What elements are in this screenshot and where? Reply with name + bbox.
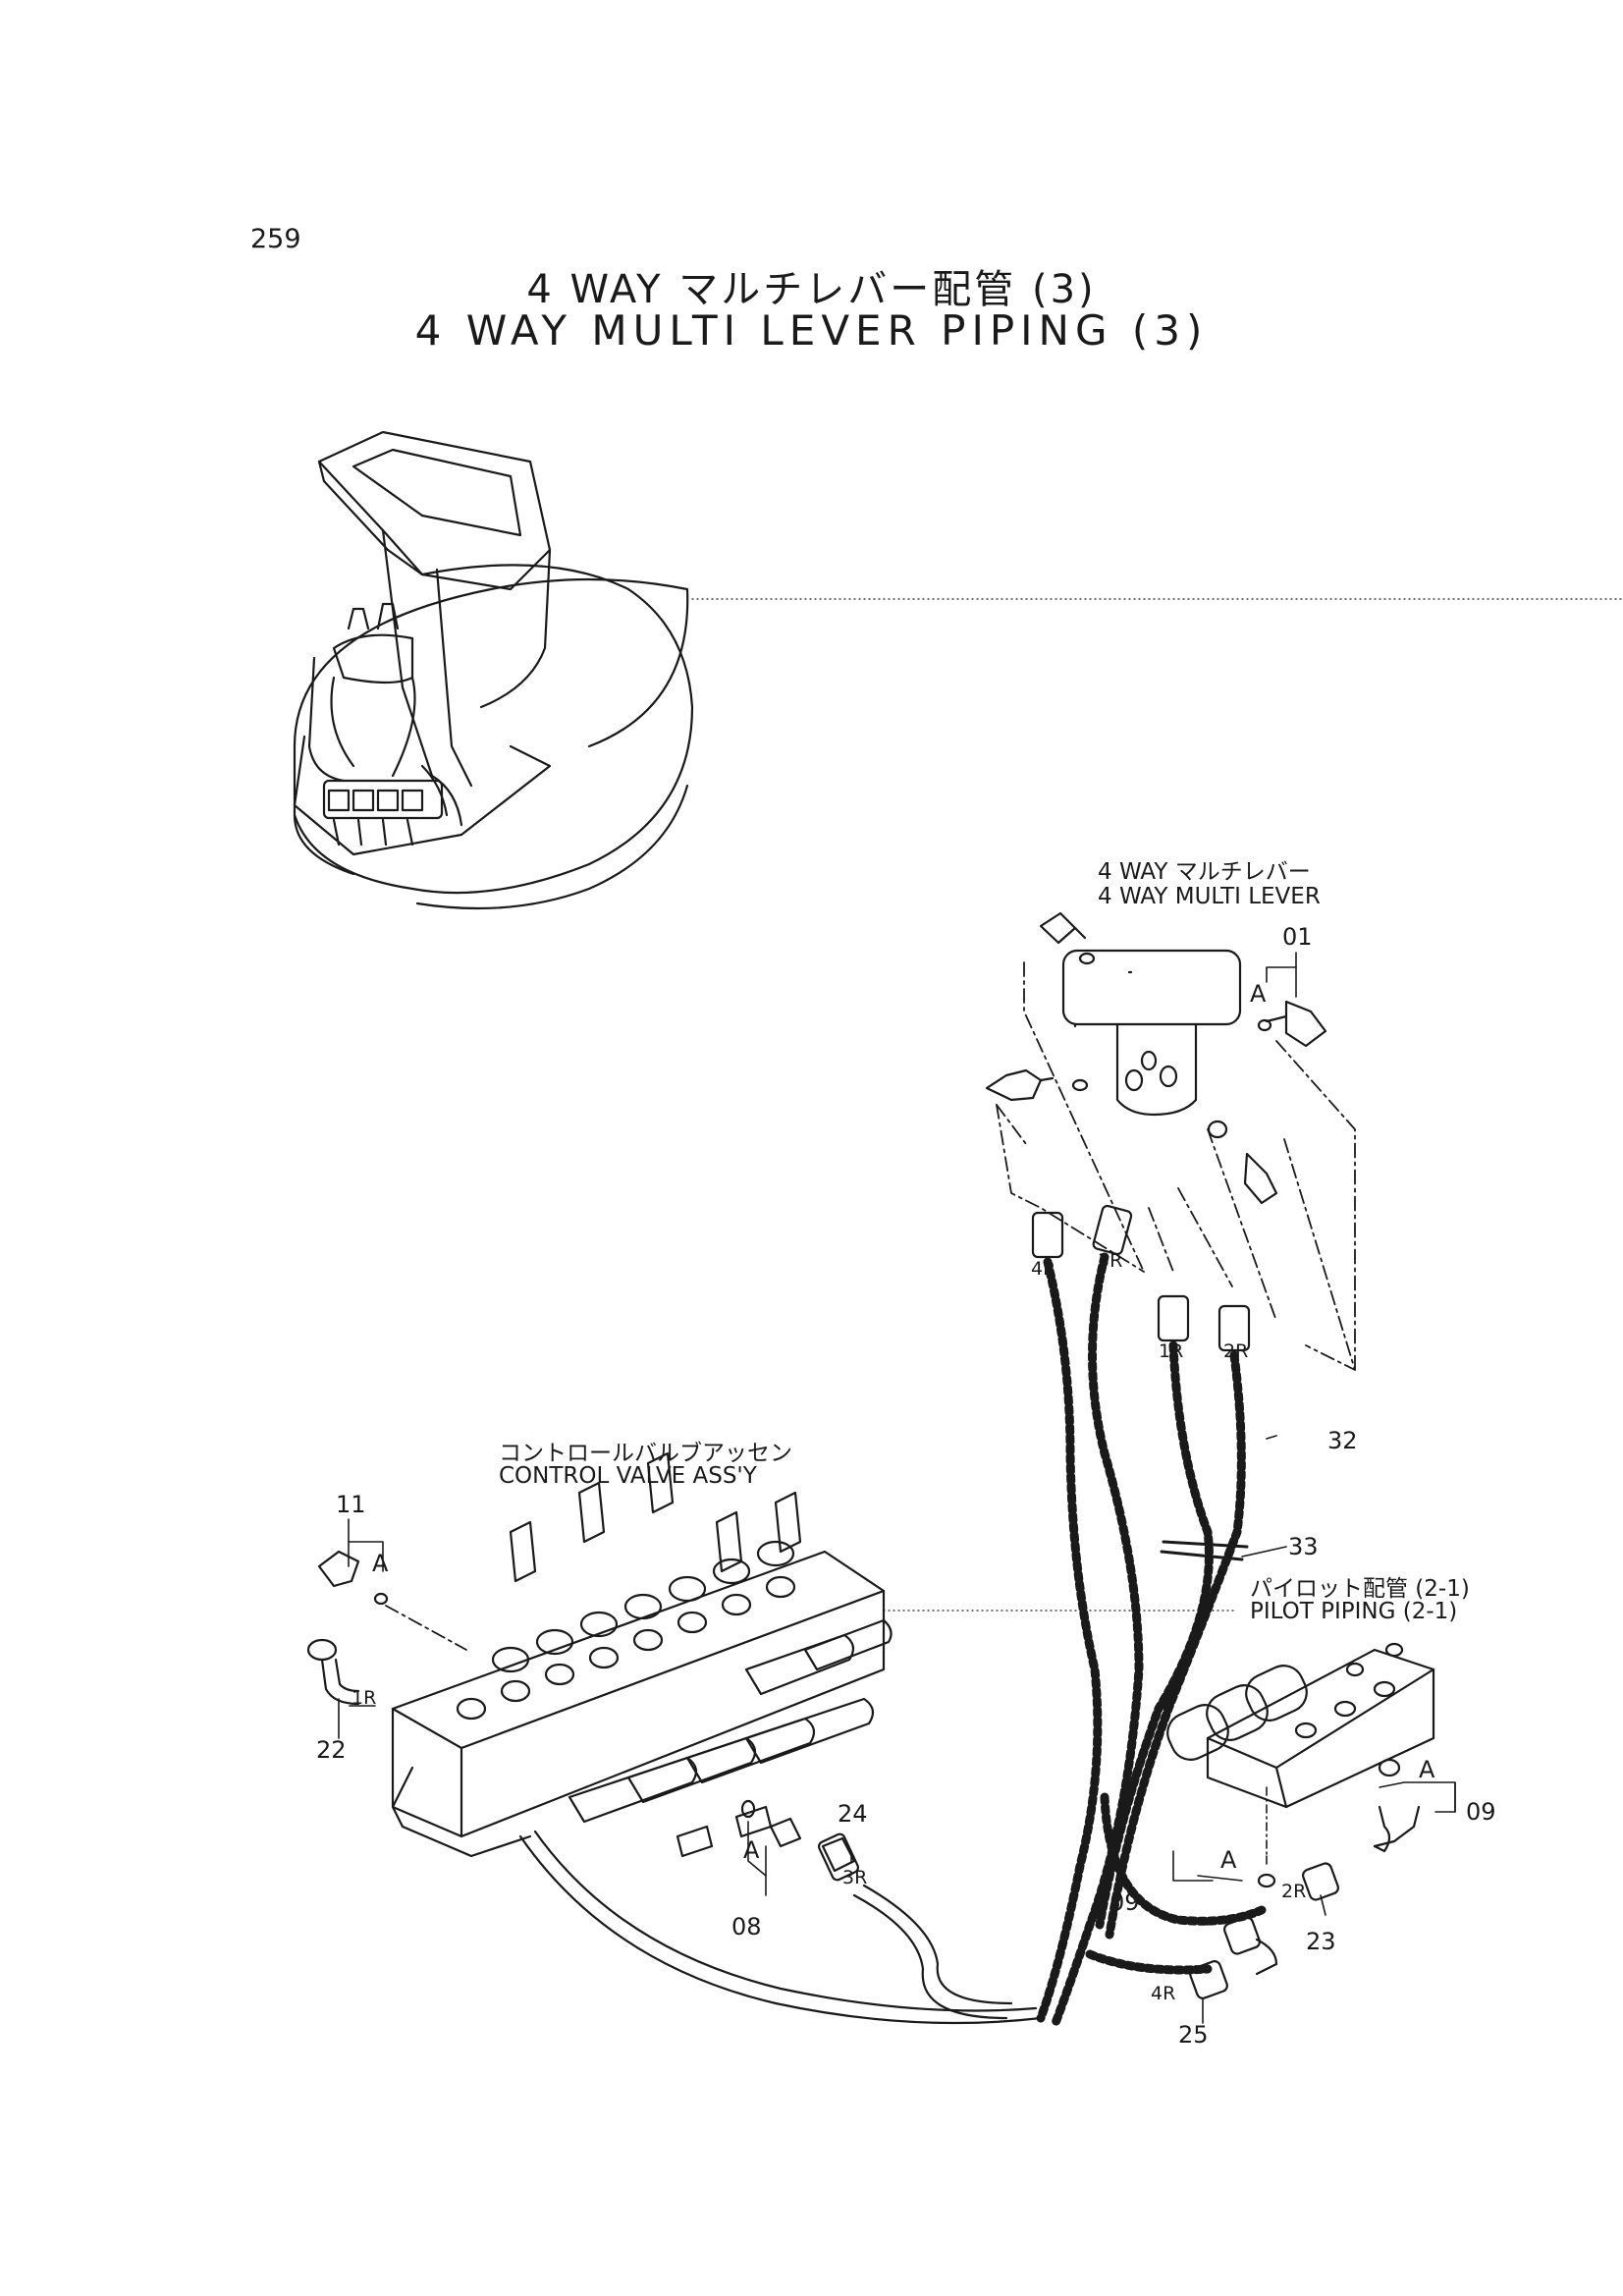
multi-lever-label-jp: 4 WAY マルチレバー: [1098, 859, 1311, 885]
port-labels: 4R 3R 1R 2R 1R 3R 2R 4R: [352, 1250, 1306, 2004]
control-valve-label-en: CONTROL VALVE ASS'Y: [499, 1463, 757, 1489]
title-english: 4 WAY MULTI LEVER PIPING (3): [414, 306, 1209, 355]
port-1r-top: 1R: [1159, 1340, 1183, 1362]
callout-24: 24: [838, 1800, 868, 1828]
control-valve-label-jp: コントロールバルブアッセン: [499, 1441, 792, 1466]
port-4r-top: 4R: [1031, 1258, 1055, 1280]
multi-lever-assembly: [985, 911, 1327, 1205]
leader-lines: [338, 952, 1456, 2024]
section-mark-a-lever: A: [1250, 980, 1267, 1008]
pilot-piping-block: [1166, 1642, 1435, 1999]
callout-08: 08: [731, 1913, 762, 1941]
port-4r-pilot: 4R: [1151, 1983, 1175, 2004]
port-2r-top: 2R: [1223, 1340, 1248, 1362]
section-mark-a-valve-left: A: [372, 1550, 389, 1577]
title-japanese: 4 WAY マルチレバー配管 (3): [526, 267, 1097, 312]
port-3r-top: 3R: [1098, 1250, 1122, 1272]
machine-overview-illustration: [293, 430, 694, 910]
page-number: 259: [250, 224, 301, 254]
callout-01: 01: [1282, 923, 1313, 951]
callout-09-right: 09: [1466, 1798, 1496, 1826]
section-mark-a-pilot-right: A: [1419, 1756, 1435, 1783]
pilot-piping-label-jp: パイロット配管 (2-1): [1250, 1576, 1470, 1602]
callout-22: 22: [316, 1736, 347, 1764]
connection-lines-lever: [996, 961, 1356, 1371]
section-mark-a-valve-right: A: [743, 1836, 760, 1864]
callout-25: 25: [1178, 2021, 1209, 2049]
return-pipe: [518, 1830, 1043, 2025]
connection-line-valve-left: [385, 1605, 467, 1651]
callout-numbers: 01 08 09 09 11 22 23 24 25 32 33: [316, 923, 1496, 2049]
pilot-piping-label-en: PILOT PIPING (2-1): [1250, 1599, 1458, 1624]
hose-bundle: [1036, 1252, 1267, 2028]
port-1r-valve: 1R: [352, 1687, 376, 1709]
callout-11: 11: [336, 1491, 366, 1518]
callout-33: 33: [1288, 1533, 1319, 1560]
callout-09-left: 09: [1109, 1888, 1140, 1916]
multi-lever-label-en: 4 WAY MULTI LEVER: [1098, 884, 1321, 909]
section-mark-a-pilot-left: A: [1220, 1846, 1237, 1874]
hose-band: [1160, 1540, 1249, 1561]
hose-end-fittings-top: [1031, 1204, 1251, 1352]
callout-32: 32: [1327, 1427, 1358, 1454]
port-2r-pilot: 2R: [1281, 1881, 1306, 1902]
section-marks: A A A A A: [372, 980, 1435, 1874]
control-valve-assembly: [306, 1451, 893, 1858]
callout-23: 23: [1306, 1928, 1336, 1955]
port-3r-valve: 3R: [842, 1867, 867, 1888]
